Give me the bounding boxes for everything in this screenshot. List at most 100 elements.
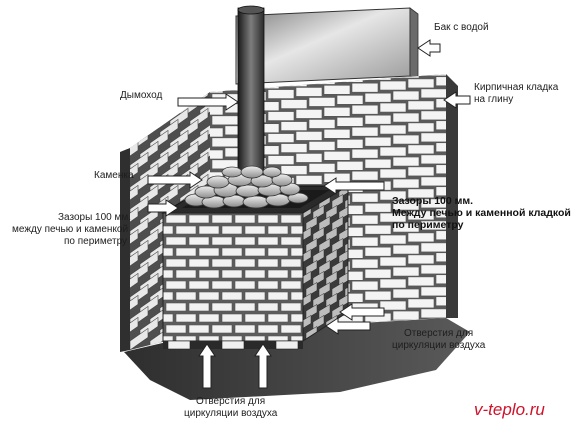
brick xyxy=(175,247,197,257)
brick xyxy=(198,247,220,257)
pointer-arrows xyxy=(147,39,471,389)
brick xyxy=(165,302,187,312)
brick xyxy=(379,190,407,201)
brick xyxy=(280,214,302,224)
brick xyxy=(325,270,338,287)
brick xyxy=(379,102,407,113)
brick xyxy=(325,204,338,221)
brick xyxy=(130,162,139,186)
brick xyxy=(392,156,420,167)
brick xyxy=(295,175,323,185)
brick xyxy=(211,302,233,312)
brick xyxy=(257,302,279,312)
brick xyxy=(163,225,174,235)
brick xyxy=(435,296,446,307)
brick xyxy=(407,100,435,111)
arrow-vent-right-1 xyxy=(339,303,385,321)
brick xyxy=(210,105,224,116)
brick xyxy=(336,139,364,149)
brick xyxy=(210,149,224,160)
brick xyxy=(244,291,266,301)
brick xyxy=(392,134,420,145)
brick xyxy=(198,225,220,235)
label-vents-right-line2: циркуляции воздуха xyxy=(392,340,486,351)
label-vents-bottom-line2: циркуляции воздуха xyxy=(184,408,278,419)
brick xyxy=(331,237,344,254)
brick xyxy=(407,298,435,309)
brick xyxy=(336,117,364,127)
brick xyxy=(290,269,303,279)
brick xyxy=(198,335,220,341)
brick xyxy=(211,137,239,148)
brick xyxy=(420,88,446,99)
brick xyxy=(351,148,379,159)
brick xyxy=(210,74,211,84)
brick xyxy=(257,324,279,334)
brick xyxy=(379,124,407,135)
brick xyxy=(420,132,446,143)
stone xyxy=(262,166,282,178)
stove-front xyxy=(162,212,304,342)
brick xyxy=(198,291,220,301)
brick xyxy=(211,258,233,268)
brick xyxy=(211,324,233,334)
brick xyxy=(130,327,149,350)
brick xyxy=(130,272,139,296)
brick xyxy=(420,198,446,209)
brick xyxy=(379,212,407,223)
brick xyxy=(257,258,279,268)
brick xyxy=(364,290,392,301)
brick xyxy=(318,259,331,276)
brick xyxy=(331,215,344,232)
brick xyxy=(351,214,379,225)
brick xyxy=(407,166,435,177)
brick xyxy=(392,244,420,255)
brick xyxy=(267,291,289,301)
brick xyxy=(163,313,174,323)
brick xyxy=(331,193,344,210)
brick xyxy=(130,250,139,274)
brick xyxy=(407,188,435,199)
brick xyxy=(312,226,325,243)
brick xyxy=(420,74,446,77)
brick xyxy=(211,214,233,224)
brick xyxy=(351,126,379,137)
brick xyxy=(280,99,308,109)
arrow-tank xyxy=(417,39,441,57)
brick xyxy=(221,269,243,279)
brick xyxy=(308,163,336,173)
brick xyxy=(290,291,303,301)
arrow-vent-bottom-2 xyxy=(254,343,272,389)
brick xyxy=(175,313,197,323)
brick xyxy=(392,200,420,211)
brick xyxy=(420,242,446,253)
brick xyxy=(351,258,379,269)
brick xyxy=(318,303,331,320)
stone xyxy=(221,166,243,178)
brick xyxy=(364,246,392,257)
label-gap-right-line2: Между печью и каменной кладкой xyxy=(392,207,571,219)
arrow-stones xyxy=(147,171,203,189)
brick xyxy=(323,151,351,161)
brick xyxy=(305,303,318,320)
brick xyxy=(221,247,243,257)
brick xyxy=(435,186,446,197)
label-gap-left-line2: между печью и каменкой xyxy=(12,224,129,235)
brick xyxy=(379,234,407,245)
label-vents-right-line1: Отверстия для xyxy=(404,328,474,339)
stone xyxy=(206,175,230,189)
brick xyxy=(267,247,289,257)
brick xyxy=(420,286,446,297)
brick xyxy=(303,314,312,331)
arrow-vent-right-2 xyxy=(325,317,371,335)
brick xyxy=(188,324,210,334)
brick xyxy=(188,280,210,290)
arrow-vent-bottom-1 xyxy=(198,343,216,389)
brick xyxy=(338,204,348,221)
brick xyxy=(392,112,420,123)
brick xyxy=(420,176,446,187)
brick xyxy=(175,269,197,279)
brick xyxy=(267,269,289,279)
brick xyxy=(351,236,379,247)
brick xyxy=(210,83,224,94)
